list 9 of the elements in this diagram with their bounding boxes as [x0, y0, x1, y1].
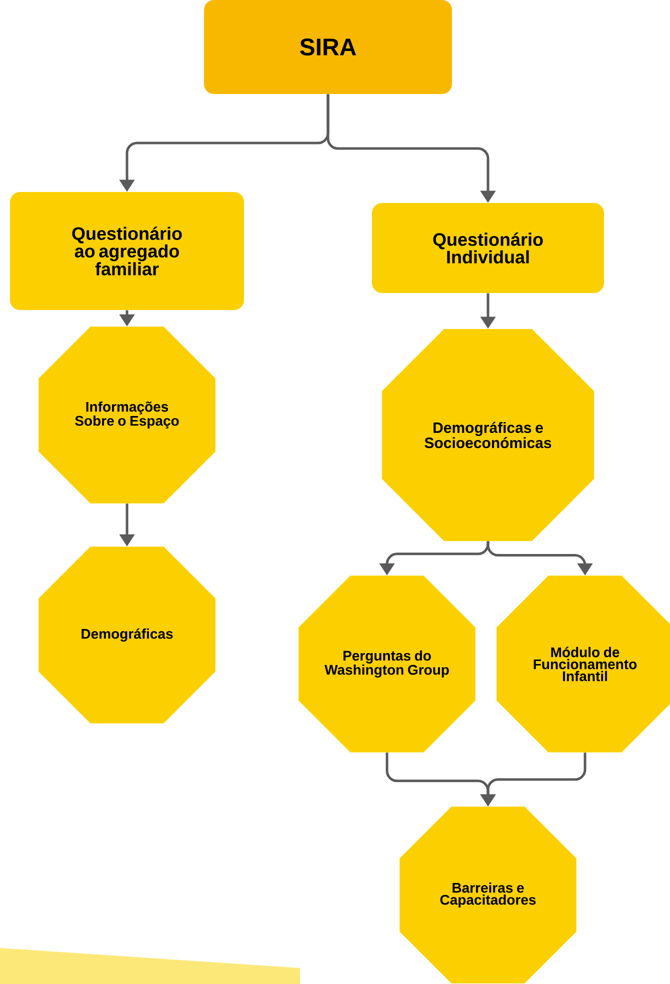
octagon: Demográficas	[38, 546, 216, 724]
rounded-box: Questionário Individual	[372, 203, 604, 293]
octagon: Demográficas e Socioeconómicas	[382, 328, 594, 542]
rounded-box: Questionário ao agregado familiar	[10, 192, 244, 310]
octagon: Perguntas do Washington Group	[298, 576, 476, 752]
octagon: Informações Sobre o Espaço	[38, 326, 216, 504]
octagon: Barreiras e Capacitadores	[400, 806, 576, 984]
octagon: Módulo de Funcionamento Infantil	[496, 576, 670, 752]
rounded-box: SIRA	[204, 0, 452, 94]
